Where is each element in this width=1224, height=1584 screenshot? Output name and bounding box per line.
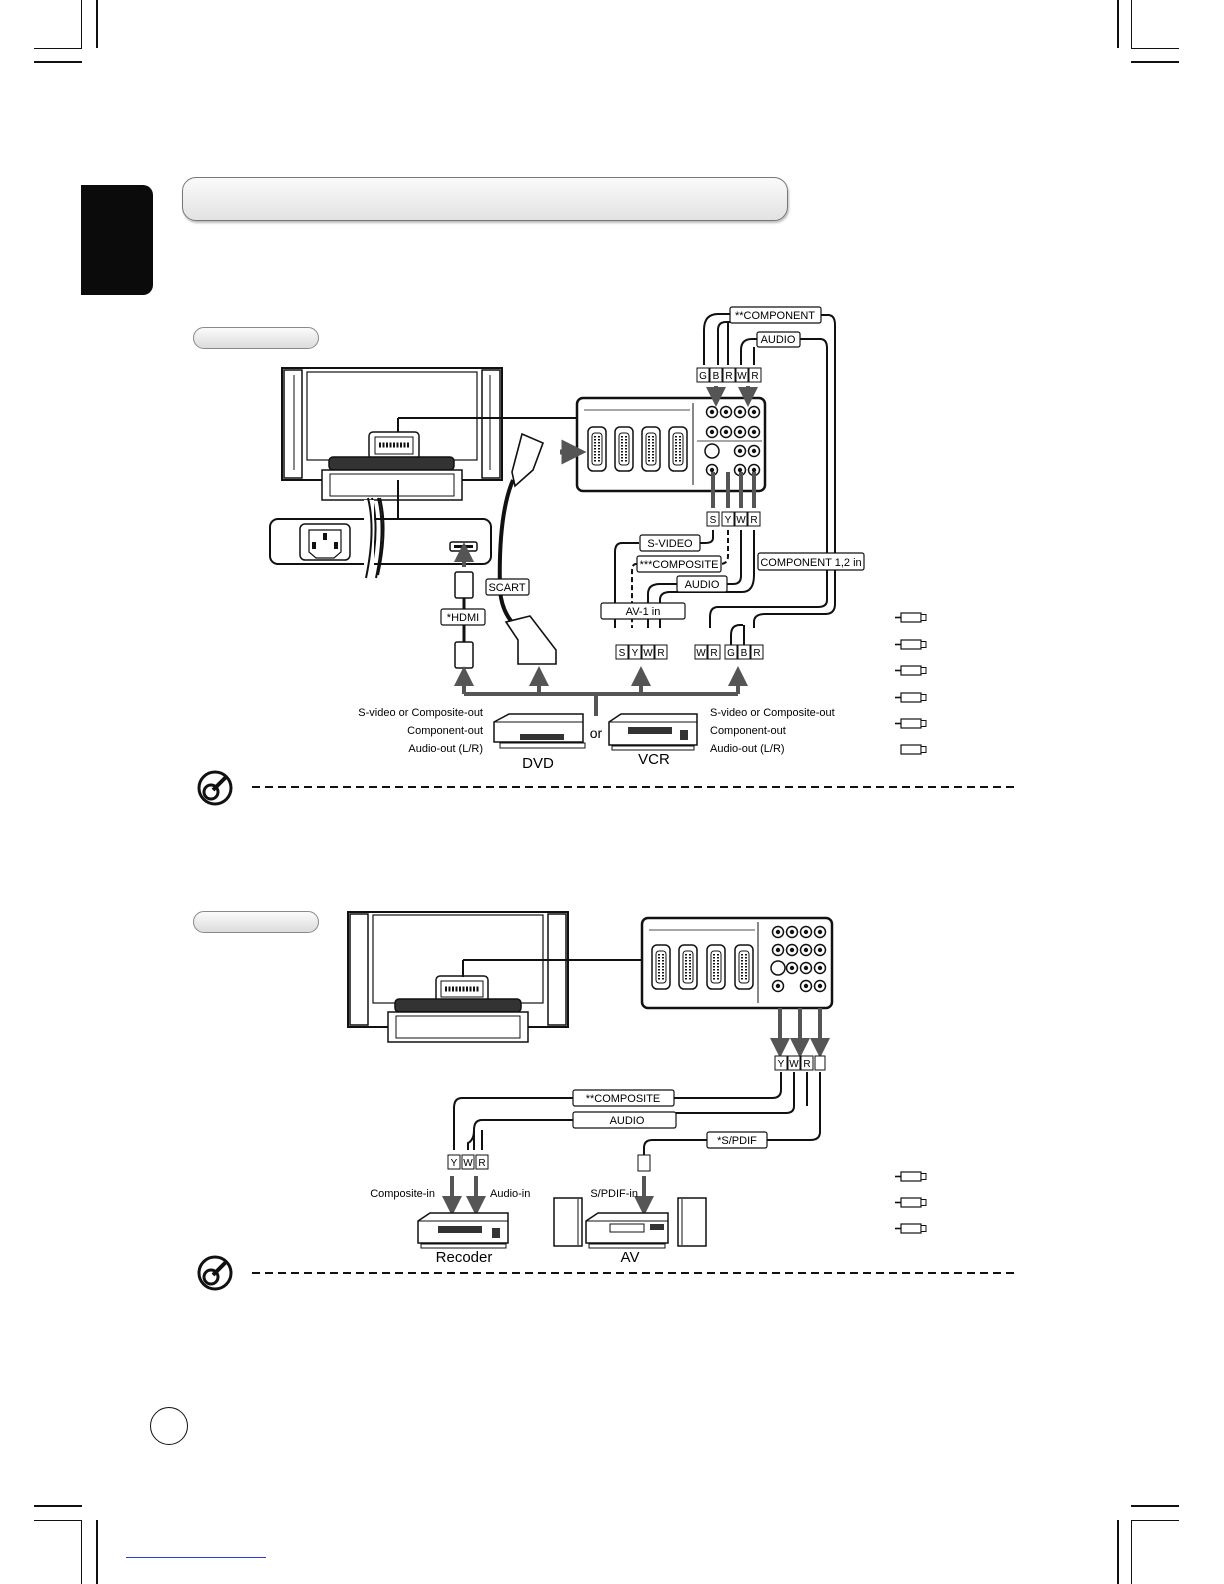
- svg-text:W: W: [643, 648, 653, 659]
- svg-text:Y: Y: [725, 515, 732, 526]
- label-composite: ***COMPOSITE: [640, 559, 719, 571]
- input-panel: [575, 396, 767, 493]
- note-icon: [197, 770, 233, 806]
- plug-group-2-top: Y W R: [774, 1055, 826, 1071]
- section-pill-2: [193, 911, 319, 933]
- dvd-player: [493, 713, 586, 749]
- plug-group-bottom-right: W R G B R: [694, 644, 764, 660]
- recorder-right-label: Audio-in: [490, 1188, 530, 1200]
- svg-text:S: S: [619, 648, 626, 659]
- crop-mark: [81, 0, 82, 48]
- language-side-tab: [81, 185, 153, 295]
- label-audio-2: AUDIO: [610, 1115, 645, 1127]
- label-av1-in: AV-1 in: [626, 606, 661, 618]
- dvd-name: DVD: [522, 755, 554, 772]
- section-pill-1: [193, 327, 319, 349]
- crop-mark: [34, 1505, 82, 1507]
- crop-mark: [96, 0, 98, 48]
- label-audio-top: AUDIO: [761, 334, 796, 346]
- legend-plugs-1: [894, 612, 927, 755]
- label-spdif: *S/PDIF: [717, 1135, 757, 1147]
- vcr-output-3: Audio-out (L/R): [710, 743, 785, 755]
- svg-text:B: B: [713, 371, 720, 382]
- crop-mark: [34, 61, 82, 63]
- svg-text:G: G: [699, 371, 707, 382]
- tv-rear-view-2: [347, 911, 569, 1043]
- svg-text:S: S: [710, 515, 717, 526]
- crop-mark: [34, 1520, 82, 1521]
- svg-text:R: R: [710, 648, 717, 659]
- av-name: AV: [621, 1249, 640, 1266]
- svg-text:B: B: [741, 648, 748, 659]
- crop-mark: [1131, 48, 1179, 49]
- crop-mark: [1131, 1520, 1179, 1521]
- label-svideo: S-VIDEO: [647, 538, 693, 550]
- svg-text:R: R: [751, 371, 758, 382]
- label-composite-2: **COMPOSITE: [586, 1093, 661, 1105]
- label-hdmi: *HDMI: [447, 612, 479, 624]
- legend-plugs-2: [894, 1171, 927, 1234]
- svg-text:R: R: [657, 648, 664, 659]
- svg-text:W: W: [789, 1059, 799, 1070]
- crop-mark: [1117, 0, 1119, 48]
- crop-mark: [81, 1520, 82, 1584]
- recorder-left-label: Composite-in: [370, 1188, 435, 1200]
- svg-text:G: G: [727, 648, 735, 659]
- crop-mark: [96, 1520, 98, 1584]
- page-number-circle: [150, 1407, 188, 1445]
- svg-text:W: W: [696, 648, 706, 659]
- svg-text:R: R: [725, 371, 732, 382]
- crop-mark: [34, 48, 82, 49]
- svg-text:R: R: [750, 515, 757, 526]
- svg-text:W: W: [737, 371, 747, 382]
- label-scart: SCART: [488, 582, 525, 594]
- footer-link-line: [126, 1557, 266, 1558]
- input-panel-2: [640, 916, 834, 1010]
- vcr-output-1: S-video or Composite-out: [710, 707, 835, 719]
- plug-group-top: G B R W R: [696, 367, 762, 383]
- plug-group-2-bottom: Y W R: [447, 1154, 651, 1172]
- recorder-name: Recoder: [436, 1249, 493, 1266]
- crop-mark: [1117, 1520, 1119, 1584]
- label-component: **COMPONENT: [735, 310, 815, 322]
- crop-mark: [1131, 1505, 1179, 1507]
- dvd-output-3: Audio-out (L/R): [408, 743, 483, 755]
- label-component-in: COMPONENT 1,2 in: [760, 557, 861, 569]
- svg-text:R: R: [803, 1059, 810, 1070]
- vcr-output-2: Component-out: [710, 725, 786, 737]
- plug-group-mid: S Y W R: [706, 511, 761, 527]
- svg-text:W: W: [463, 1158, 473, 1169]
- tv-rear-view: [281, 367, 503, 501]
- svg-text:Y: Y: [632, 648, 639, 659]
- note-icon-2: [197, 1255, 233, 1291]
- crop-mark: [1131, 0, 1132, 48]
- plug-group-bottom-left: S Y W R: [615, 644, 668, 660]
- crop-mark: [1131, 61, 1179, 63]
- vcr-name: VCR: [638, 751, 670, 768]
- dvd-output-2: Component-out: [407, 725, 483, 737]
- section-title-bar: [182, 177, 788, 221]
- recorder: [417, 1212, 509, 1249]
- label-or: or: [590, 725, 603, 741]
- label-audio-mid: AUDIO: [685, 579, 720, 591]
- svg-text:W: W: [736, 515, 746, 526]
- svg-text:R: R: [478, 1158, 485, 1169]
- crop-mark: [1131, 1520, 1132, 1584]
- vcr: [608, 713, 698, 751]
- dvd-output-1: S-video or Composite-out: [358, 707, 483, 719]
- svg-text:Y: Y: [778, 1059, 785, 1070]
- svg-text:Y: Y: [451, 1158, 458, 1169]
- svg-text:R: R: [753, 648, 760, 659]
- av-receiver: [553, 1197, 707, 1249]
- av-label: S/PDIF-in: [590, 1188, 638, 1200]
